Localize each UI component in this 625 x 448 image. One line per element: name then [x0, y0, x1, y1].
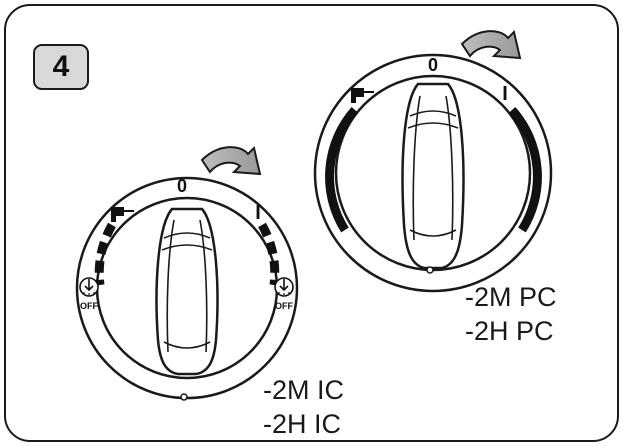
knob-pc-right-arc: [508, 107, 542, 233]
shower-off-icon-right: [274, 277, 294, 297]
faucet-icon: [351, 88, 374, 103]
knob-pc-one-mark: I: [502, 83, 508, 105]
knob-ic-notch: [180, 393, 188, 401]
off-label-right: OFF: [275, 301, 293, 311]
knob-pc-grip: [401, 82, 465, 270]
model-label-2h-ic: -2H IC: [263, 409, 342, 439]
knob-ic-one-mark: I: [255, 202, 261, 224]
knob-ic-grip: [155, 207, 219, 376]
rotate-clockwise-arrow-ic: [200, 146, 262, 176]
rotate-clockwise-arrow-pc: [460, 30, 522, 60]
step-number-badge: 4: [33, 44, 89, 90]
knob-pc-left-arc: [325, 107, 359, 233]
knob-ic-zero-mark: 0: [177, 176, 187, 196]
model-label-2m-ic: -2M IC: [263, 375, 344, 405]
model-label-2m-pc: -2M PC: [465, 282, 557, 312]
faucet-icon: [111, 207, 134, 222]
knob-pc-zero-mark: 0: [428, 55, 438, 75]
off-label-left: OFF: [80, 301, 98, 311]
knob-ic-left-arc: [94, 222, 116, 286]
knob-pc: 0 I: [313, 30, 553, 293]
shower-off-icon-left: [79, 277, 99, 297]
knob-ic: OFF OFF 0 I: [75, 146, 299, 401]
model-label-2h-pc: -2H PC: [465, 316, 554, 346]
knob-ic-right-arc: [258, 222, 280, 286]
knob-pc-notch: [426, 266, 434, 274]
